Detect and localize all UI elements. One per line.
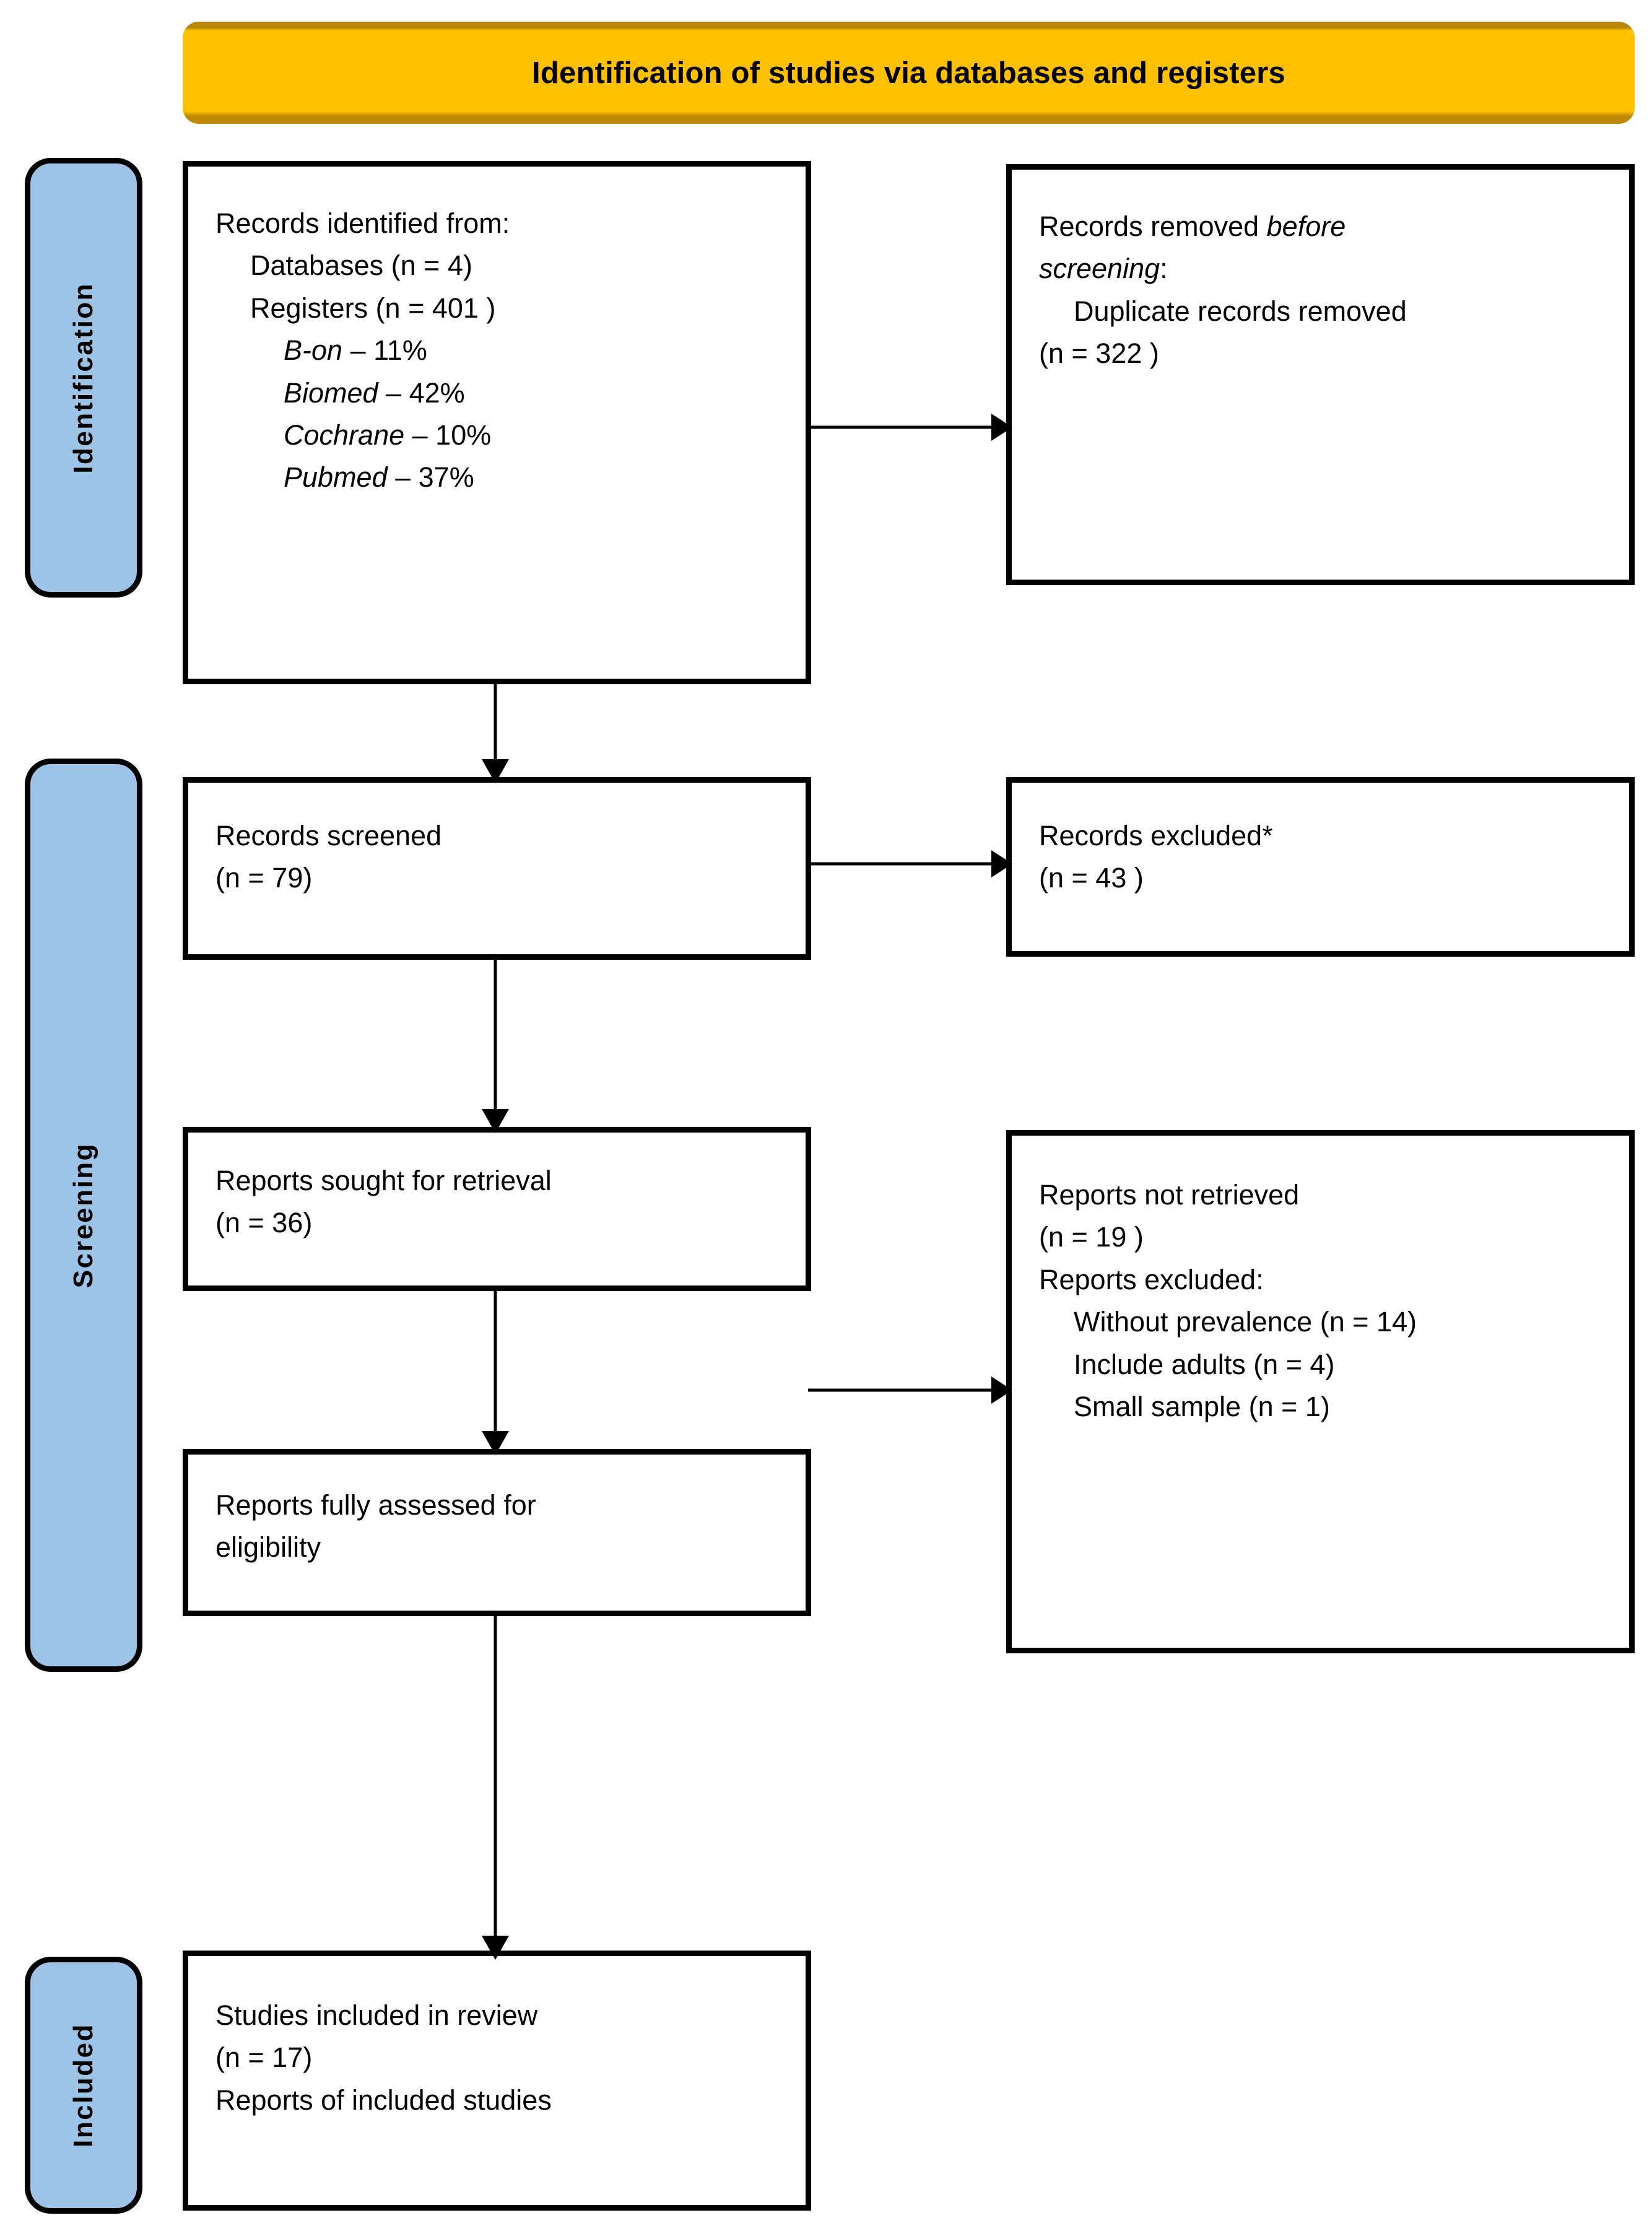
records-screened-label: Records screened: [215, 820, 442, 851]
reports-of-included-studies-label: Reports of included studies: [215, 2084, 552, 2116]
source-row-pubmed: Pubmed – 37%: [215, 456, 781, 498]
source-value-pubmed: – 37%: [395, 461, 474, 494]
arrow-identified-to-screened: [477, 681, 514, 783]
studies-included-count: (n = 17): [215, 2042, 313, 2074]
source-name-pubmed: Pubmed: [284, 461, 388, 494]
records-removed-heading-line1: Records removed before: [1039, 206, 1604, 248]
records-identified-databases: Databases (n = 4): [250, 250, 472, 282]
stage-label-identification: Identification: [68, 282, 98, 474]
duplicate-records-label: Duplicate records removed: [1074, 295, 1407, 327]
source-row-cochrane: Cochrane – 10%: [215, 414, 781, 456]
records-identified-heading: Records identified from:: [215, 207, 510, 239]
source-name-biomed: Biomed: [284, 376, 378, 409]
stage-pill-included: Included: [25, 1957, 142, 2214]
box-reports-eligibility: Reports fully assessed for eligibility: [183, 1449, 811, 1616]
exclusion-reason-without-prevalence: Without prevalence (n = 14): [1074, 1306, 1417, 1338]
source-row-b-on: B-on – 11%: [215, 329, 781, 372]
records-excluded-label: Records excluded*: [1039, 820, 1273, 851]
box-records-screened: Records screened (n = 79): [183, 777, 811, 960]
box-records-excluded: Records excluded* (n = 43 ): [1006, 777, 1635, 957]
stage-pill-screening: Screening: [25, 759, 142, 1672]
reports-eligibility-line2: eligibility: [215, 1531, 321, 1564]
records-identified-registers: Registers (n = 401 ): [250, 292, 496, 324]
records-removed-heading-line2: screening:: [1039, 248, 1604, 290]
reports-sought-label: Reports sought for retrieval: [215, 1165, 552, 1196]
diagram-header-banner: Identification of studies via databases …: [183, 22, 1635, 124]
source-value-cochrane: – 10%: [412, 419, 492, 451]
source-row-biomed: Biomed – 42%: [215, 372, 781, 414]
records-screened-count: (n = 79): [215, 862, 313, 894]
records-excluded-count: (n = 43 ): [1039, 862, 1144, 894]
box-records-identified: Records identified from: Databases (n = …: [183, 161, 811, 684]
box-reports-sought: Reports sought for retrieval (n = 36): [183, 1127, 811, 1291]
arrow-screened-to-excluded: [808, 845, 1012, 882]
reports-eligibility-line1: Reports fully assessed for: [215, 1489, 536, 1521]
source-name-b-on: B-on: [284, 334, 343, 367]
exclusion-reason-small-sample: Small sample (n = 1): [1074, 1390, 1330, 1422]
box-records-removed: Records removed before screening: Duplic…: [1006, 164, 1635, 585]
header-title: Identification of studies via databases …: [532, 56, 1285, 90]
reports-not-retrieved-label: Reports not retrieved: [1039, 1179, 1300, 1211]
source-value-biomed: – 42%: [386, 376, 465, 409]
box-reports-not-retrieved: Reports not retrieved (n = 19 ) Reports …: [1006, 1130, 1635, 1653]
stage-label-screening: Screening: [68, 1142, 98, 1289]
records-removed-heading-italic-screening: screening: [1039, 253, 1160, 285]
stage-pill-identification: Identification: [25, 158, 142, 598]
duplicate-records-count: (n = 322 ): [1039, 337, 1159, 370]
records-removed-heading-suffix: :: [1160, 253, 1168, 285]
exclusion-reason-include-adults: Include adults (n = 4): [1074, 1348, 1335, 1380]
reports-excluded-heading: Reports excluded:: [1039, 1263, 1264, 1295]
source-name-cochrane: Cochrane: [284, 419, 405, 451]
arrow-identified-to-removed: [808, 409, 1012, 446]
arrow-sought-to-not-retrieved: [808, 1372, 1012, 1409]
reports-not-retrieved-count: (n = 19 ): [1039, 1221, 1144, 1253]
records-removed-heading-prefix: Records removed: [1039, 211, 1267, 242]
source-value-b-on: – 11%: [350, 334, 427, 367]
arrow-screened-to-sought: [477, 957, 514, 1133]
reports-sought-count: (n = 36): [215, 1207, 313, 1239]
studies-included-label: Studies included in review: [215, 1999, 538, 2031]
records-removed-heading-italic-before: before: [1266, 211, 1346, 242]
stage-label-included: Included: [68, 2023, 98, 2147]
box-studies-included: Studies included in review (n = 17) Repo…: [183, 1951, 811, 2211]
arrow-eligibility-to-included: [477, 1613, 514, 1960]
arrow-sought-to-eligibility: [477, 1288, 514, 1455]
